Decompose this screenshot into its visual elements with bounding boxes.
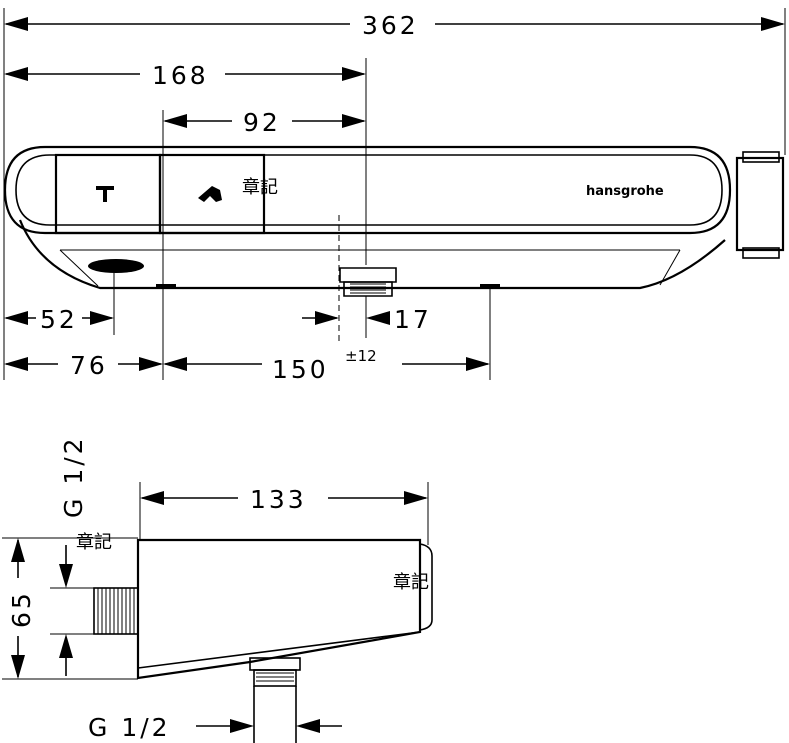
dim-side-depth: 133 xyxy=(250,485,307,514)
button-right xyxy=(158,153,266,235)
stamp-front: 章記 xyxy=(242,177,278,198)
shower-head-icon xyxy=(96,186,114,202)
dim-inlet-spacing: 150 xyxy=(272,355,329,384)
dim-outlet-left: 52 xyxy=(40,305,78,334)
dim-thread-top: G 1/2 xyxy=(59,435,88,518)
brand-logo: hansgrohe xyxy=(586,184,664,199)
dim-thread-bottom: G 1/2 xyxy=(88,713,171,742)
side-view: 章記 xyxy=(93,538,433,743)
hand-shower-icon xyxy=(198,186,222,202)
dim-side-height: 65 xyxy=(7,590,36,628)
stamp-thread: 章記 xyxy=(76,532,112,553)
dim-inlet-tolerance: ±12 xyxy=(345,347,377,365)
dim-outlet-width: 17 xyxy=(394,305,432,334)
front-view: 章記 hansgrohe xyxy=(3,145,785,345)
dim-left-to-mid: 168 xyxy=(152,61,209,90)
outlet-opening xyxy=(88,259,144,273)
side-dimension-lines: 133 65 G 1/2 章記 G 1/2 xyxy=(2,435,429,742)
dimension-lines: 362 168 92 52 17 76 150 xyxy=(3,8,786,384)
dim-left-offset: 76 xyxy=(70,351,108,380)
dim-overall-width: 362 xyxy=(362,11,419,40)
stamp-side: 章記 xyxy=(393,572,429,593)
dim-button-span: 92 xyxy=(243,108,281,137)
button-left xyxy=(54,153,162,235)
